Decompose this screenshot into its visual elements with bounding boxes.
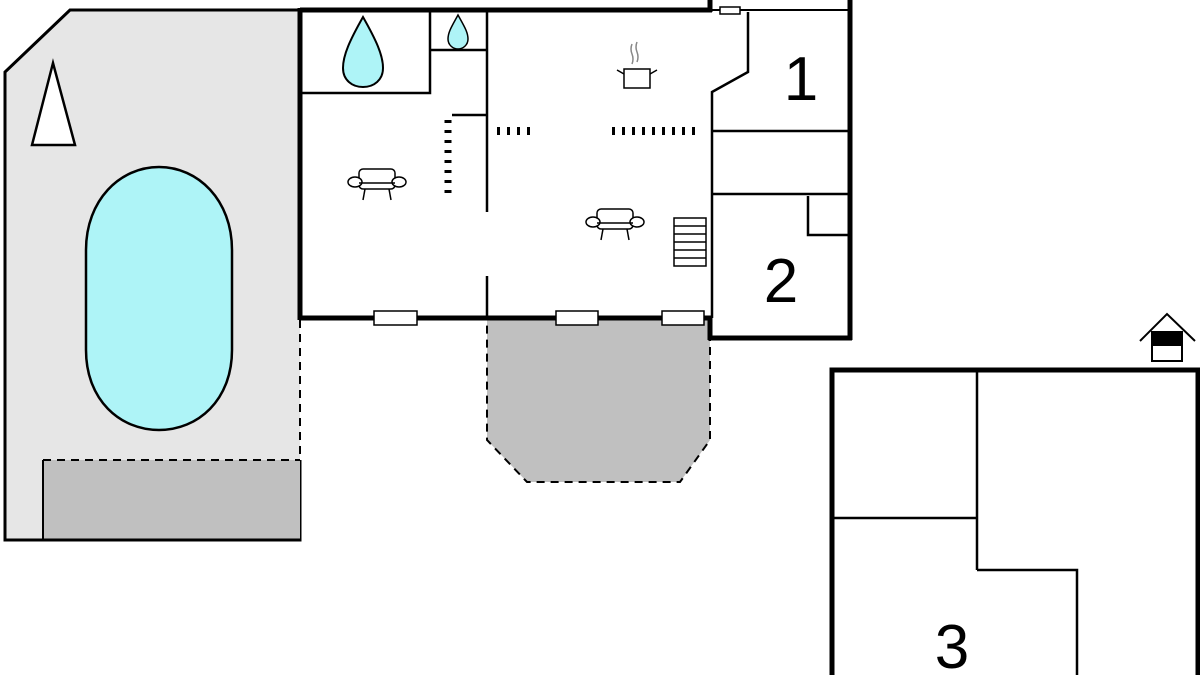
cooking-pot-icon [616,41,658,89]
pool [84,165,234,432]
stairs-icon [673,217,707,267]
water-drop-icon [447,13,469,50]
room-label-3: 3 [935,613,969,675]
covered-area [43,460,300,540]
room-label-1: 1 [784,45,818,114]
tree-icon [30,58,77,147]
room-label-2: 2 [764,247,798,316]
house-icon [1139,312,1196,362]
sofa-icon [585,208,645,241]
terrace-covered [486,317,711,483]
windows [373,6,741,326]
water-drop-icon [341,14,385,89]
sofa-icon [347,168,407,201]
